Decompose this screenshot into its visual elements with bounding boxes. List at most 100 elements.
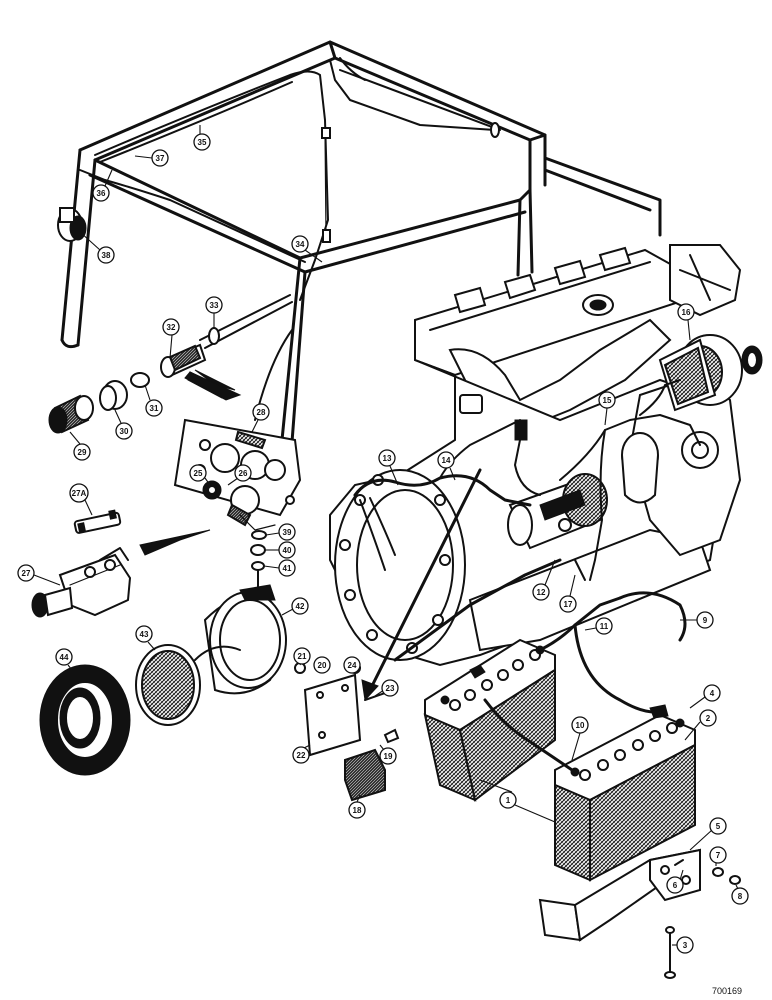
callout-leader — [514, 804, 556, 823]
callout-label: 36 — [97, 189, 106, 198]
callout-label: 24 — [348, 661, 357, 670]
callout-circle — [69, 483, 89, 503]
callout-circle — [696, 611, 714, 629]
callout-36: 36 — [92, 169, 113, 202]
callout-leader — [569, 574, 576, 597]
callout-label: 16 — [682, 308, 691, 317]
callout-label: 38 — [102, 251, 111, 260]
callout-leader — [79, 231, 101, 251]
callout-label: 22 — [297, 751, 306, 760]
callout-17: 17 — [559, 574, 577, 613]
callout-label: 7 — [716, 851, 721, 860]
callout-18: 18 — [348, 794, 366, 819]
callout-19: 19 — [379, 744, 397, 765]
callout-circle — [151, 149, 169, 167]
callout-leader — [251, 419, 259, 433]
battery-cables — [393, 558, 687, 774]
callout-10: 10 — [571, 716, 589, 761]
callout-33: 33 — [205, 296, 223, 328]
callout-circle — [278, 523, 296, 541]
callout-12: 12 — [532, 559, 556, 601]
callout-leader — [544, 559, 556, 586]
callout-label: 32 — [167, 323, 176, 332]
callout-circle — [348, 801, 366, 819]
callout-23: 23 — [374, 679, 399, 697]
callout-circle — [499, 791, 517, 809]
callout-35: 35 — [193, 125, 211, 151]
callout-leader — [69, 431, 81, 445]
callout-label: 1 — [506, 796, 511, 805]
callout-label: 12 — [537, 588, 546, 597]
dome-light — [57, 207, 87, 242]
engine-harness — [353, 379, 701, 581]
callout-label: 10 — [576, 721, 585, 730]
battery-tray — [538, 848, 741, 979]
callout-leader — [304, 249, 323, 263]
callout-label: 21 — [298, 652, 307, 661]
callout-28: 28 — [251, 403, 270, 433]
callout-leader — [265, 532, 280, 536]
callout-label: 6 — [673, 881, 678, 890]
callout-label: 40 — [283, 546, 292, 555]
callout-label: 19 — [384, 752, 393, 761]
callout-circle — [278, 541, 296, 559]
callout-circle — [234, 464, 252, 482]
callout-34: 34 — [291, 235, 323, 263]
callout-leader — [689, 829, 713, 851]
callout-label: 42 — [296, 602, 305, 611]
callout-leader — [389, 465, 399, 486]
callout-circle — [115, 422, 133, 440]
callout-41: 41 — [263, 559, 296, 577]
callout-29: 29 — [69, 431, 91, 461]
callout-label: 35 — [198, 138, 207, 147]
callout-circle — [437, 451, 455, 469]
callout-label: 15 — [603, 396, 612, 405]
callout-label: 41 — [283, 564, 292, 573]
callout-44: 44 — [55, 648, 73, 671]
callout-label: 13 — [383, 454, 392, 463]
callout-leader — [356, 794, 361, 803]
battery-front — [554, 713, 696, 882]
callout-circle — [703, 684, 721, 702]
callout-leader — [144, 384, 151, 401]
callout-circle — [291, 597, 309, 615]
callout-43: 43 — [135, 625, 156, 651]
callout-circle — [145, 399, 163, 417]
callout-1: 1 — [479, 779, 556, 823]
callout-circle — [97, 246, 115, 264]
frame-harness — [79, 70, 331, 301]
callout-8: 8 — [731, 884, 749, 905]
callout-label: 4 — [710, 689, 715, 698]
callout-label: 44 — [60, 653, 69, 662]
callout-25: 25 — [189, 464, 211, 486]
callout-37: 37 — [134, 149, 169, 167]
callout-24: 24 — [343, 656, 361, 674]
callout-15: 15 — [598, 391, 616, 426]
callout-circle — [595, 617, 613, 635]
callout-22: 22 — [292, 744, 311, 764]
callout-leader — [479, 779, 513, 793]
callout-label: 17 — [564, 600, 573, 609]
callout-leader — [689, 696, 706, 709]
callout-leader — [227, 477, 239, 486]
callout-label: 25 — [194, 469, 203, 478]
callout-circle — [381, 679, 399, 697]
callout-26: 26 — [227, 464, 252, 486]
callout-6: 6 — [666, 869, 684, 894]
work-light — [39, 584, 287, 776]
callout-30: 30 — [114, 409, 133, 440]
callout-circle — [709, 846, 727, 864]
callout-leader — [204, 477, 211, 486]
callout-4: 4 — [689, 684, 721, 709]
callout-label: 28 — [257, 408, 266, 417]
callout-leader — [84, 499, 93, 516]
callout-21: 21 — [293, 647, 311, 666]
callout-40: 40 — [265, 541, 296, 559]
callout-38: 38 — [79, 231, 115, 264]
callout-leader — [33, 574, 61, 586]
callout-leader — [169, 334, 173, 359]
callout-circle — [532, 583, 550, 601]
callout-circle — [699, 709, 717, 727]
callout-leader — [134, 155, 153, 159]
